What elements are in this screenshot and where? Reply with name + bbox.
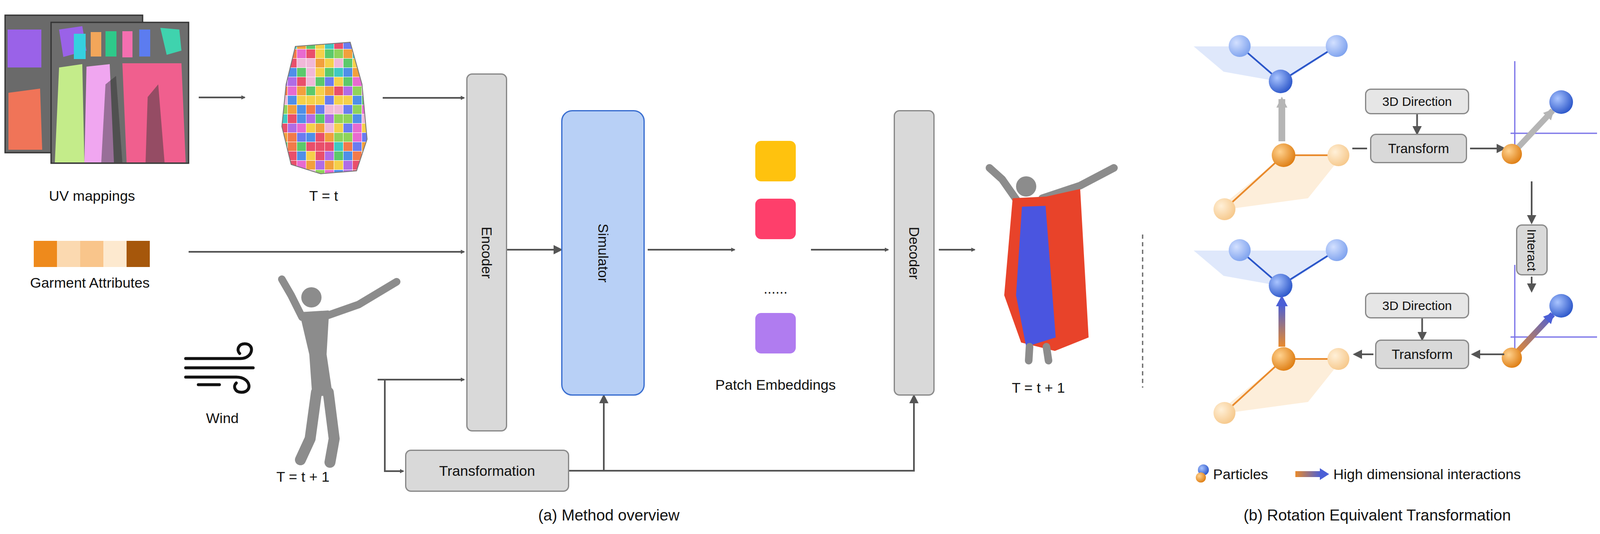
transform-box: Transform: [1370, 133, 1468, 164]
annotation-label: Garment Attributes: [29, 274, 150, 292]
connector-arrow: [507, 248, 562, 251]
annotation-label: T = t + 1: [1011, 379, 1065, 397]
legend-label: Particles: [1213, 466, 1268, 483]
box-label: 3D Direction: [1382, 298, 1452, 314]
annotation-label: ......: [763, 280, 788, 298]
box-label: Transform: [1391, 346, 1453, 363]
transform-box: Transform: [1375, 339, 1470, 370]
caption-text: (b) Rotation Equivalent Transformation: [1243, 506, 1511, 525]
transformation-box: Transformation: [405, 449, 570, 492]
legend-label: High dimensional interactions: [1333, 466, 1521, 483]
annotation-label: Wind: [205, 410, 239, 427]
annotation-label: UV mappings: [48, 187, 136, 205]
connector-arrow: [1416, 114, 1419, 134]
annotation-label: T = t: [309, 187, 338, 205]
decoder-box: Decoder: [893, 110, 935, 396]
connector-arrow: [569, 395, 914, 471]
annotation-label: Patch Embeddings: [715, 376, 836, 394]
simulator-box: Simulator: [561, 110, 645, 396]
direction-box: 3D Direction: [1364, 88, 1470, 115]
box-label: Transformation: [439, 462, 536, 480]
box-label: Decoder: [906, 226, 923, 280]
caption-text: (a) Method overview: [537, 506, 680, 525]
encoder-box: Encoder: [466, 73, 508, 432]
box-label: Transform: [1388, 140, 1450, 157]
box-label: Simulator: [594, 223, 611, 283]
direction-box: 3D Direction: [1364, 292, 1470, 319]
connector-arrow: [569, 395, 604, 471]
box-label: 3D Direction: [1382, 94, 1452, 109]
box-label: Interact: [1524, 228, 1540, 271]
connector-arrow: [1421, 318, 1424, 340]
interact-box: Interact: [1516, 224, 1548, 276]
annotation-label: T = t + 1: [276, 468, 330, 486]
box-label: Encoder: [478, 226, 495, 279]
